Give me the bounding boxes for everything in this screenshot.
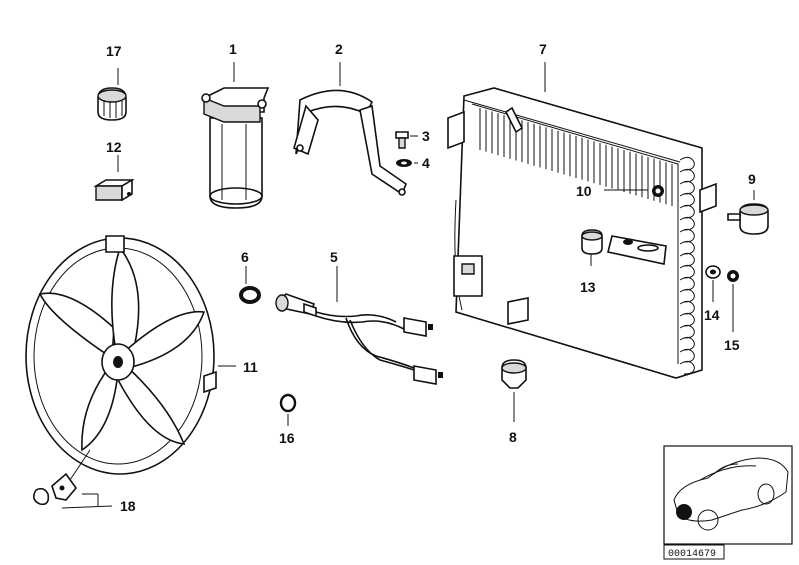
part-5-pressure-switch <box>275 266 443 385</box>
part-16-seal-ring <box>279 393 297 426</box>
part-3-bolt <box>395 131 418 149</box>
label-1: 1 <box>229 41 237 57</box>
label-15: 15 <box>724 337 740 353</box>
part-7-condenser <box>447 62 717 379</box>
label-6: 6 <box>241 249 249 265</box>
label-2: 2 <box>335 41 343 57</box>
part-6-o-ring <box>239 266 261 304</box>
reference-number: 00014679 <box>668 549 716 560</box>
coil-loop <box>679 360 695 375</box>
label-17: 17 <box>106 43 122 59</box>
part-11-fan <box>25 235 236 475</box>
part-12-block <box>93 155 135 202</box>
label-11: 11 <box>243 359 258 375</box>
label-13: 13 <box>580 279 596 295</box>
label-7: 7 <box>539 41 547 57</box>
label-4: 4 <box>422 155 430 171</box>
part-8-rubber-buffer <box>501 359 527 422</box>
part-10-nut <box>604 185 664 197</box>
label-18: 18 <box>120 498 136 514</box>
label-9: 9 <box>748 171 756 187</box>
label-8: 8 <box>509 429 517 445</box>
label-12: 12 <box>106 139 122 155</box>
label-3: 3 <box>422 128 430 144</box>
condenser-coils <box>679 156 695 375</box>
part-4-washer <box>396 159 418 167</box>
part-14-washer <box>705 265 721 302</box>
label-10: 10 <box>576 183 592 199</box>
part-2-bracket <box>293 62 407 196</box>
label-16: 16 <box>279 430 295 446</box>
part-15-nut <box>727 270 739 332</box>
condenser-fins <box>479 108 679 208</box>
label-5: 5 <box>330 249 338 265</box>
car-location-inset: 00014679 <box>663 445 793 560</box>
part-1-receiver-drier <box>201 62 270 209</box>
part-9-rubber-mount <box>727 190 769 235</box>
part-17-cap <box>97 68 127 121</box>
part-13-bushing <box>581 229 667 266</box>
label-14: 14 <box>704 307 720 323</box>
part-18-clip <box>32 449 113 509</box>
